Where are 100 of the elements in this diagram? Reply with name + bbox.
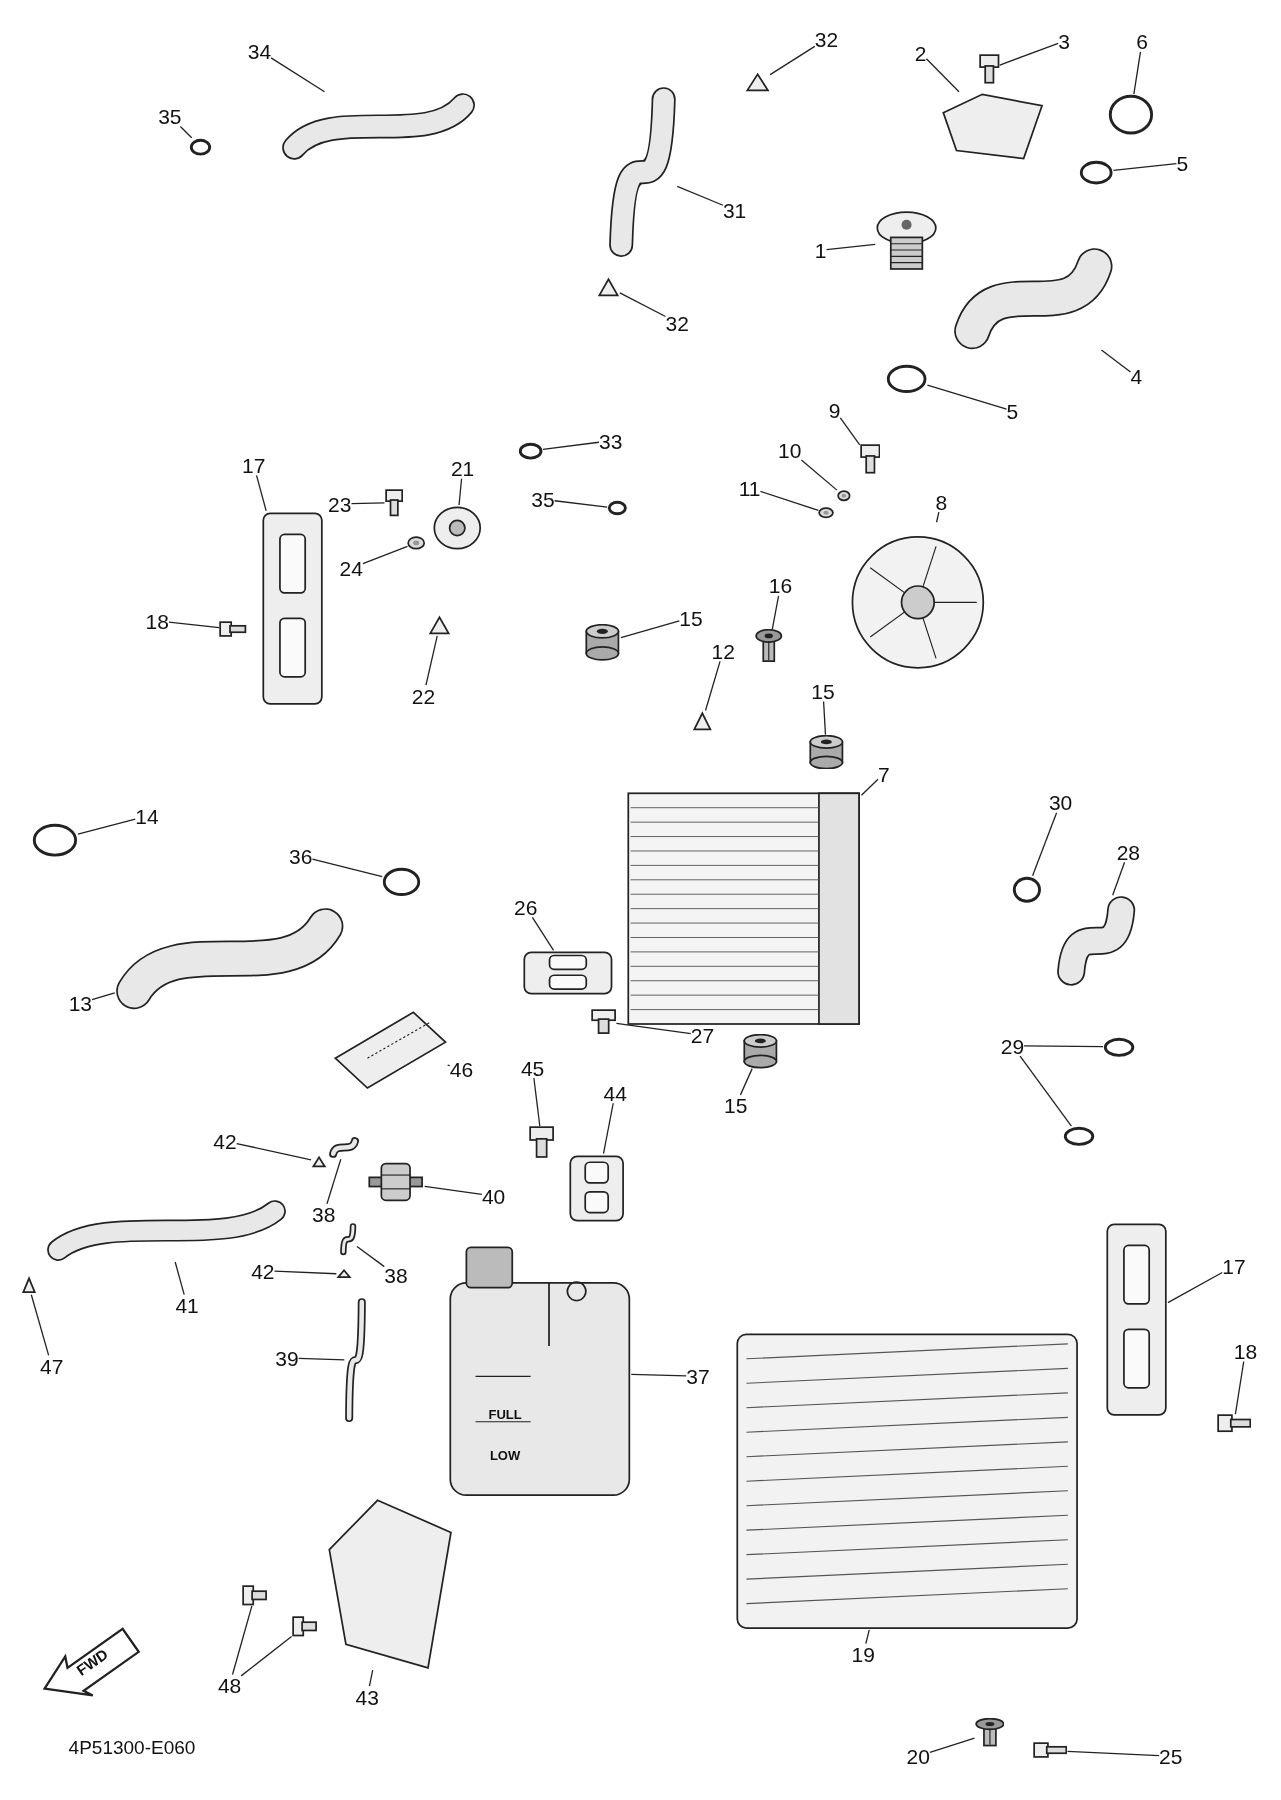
leader-line (350, 502, 386, 505)
hose-drawing (328, 1136, 361, 1160)
leader-line (273, 1270, 337, 1275)
bracket-drawing (1104, 1222, 1168, 1418)
callout-number: 32 (814, 28, 839, 50)
callout-number: 44 (603, 1082, 627, 1104)
clip-drawing (744, 72, 771, 93)
clamp-drawing (1012, 875, 1043, 904)
leader-line (630, 1373, 687, 1377)
leader-line (1066, 1750, 1160, 1757)
callout-number: 34 (247, 40, 272, 61)
bolt-drawing (1216, 1414, 1252, 1433)
leader-line (925, 58, 960, 93)
washer-drawing (407, 536, 426, 550)
callout-number: 48 (217, 1674, 242, 1696)
clamp-drawing (32, 823, 79, 858)
clamp-drawing (607, 500, 628, 517)
clamp-drawing (1107, 94, 1154, 136)
clip-drawing (596, 276, 620, 298)
callout-number: 41 (175, 1294, 199, 1316)
leader-line (865, 1629, 870, 1645)
damper-drawing (741, 1034, 779, 1069)
callout-number: 19 (851, 1643, 875, 1665)
leader-line (620, 620, 680, 639)
leader-line (825, 243, 876, 251)
callout-number: 5 (1176, 152, 1189, 174)
clip-drawing (336, 1268, 353, 1280)
leader-line (822, 700, 827, 736)
leader-line (602, 1102, 614, 1155)
callout-number: 33 (598, 430, 623, 452)
callout-number: 29 (1000, 1035, 1025, 1057)
clamp-drawing (1078, 159, 1114, 185)
leader-line (929, 1737, 976, 1754)
leader-line (179, 125, 193, 139)
cover-drawing (941, 91, 1045, 161)
leader-line (531, 916, 555, 952)
callout-number: 7 (878, 763, 890, 785)
clip-drawing (20, 1276, 37, 1295)
collar-drawing (755, 629, 783, 664)
callout-number: 20 (906, 1745, 930, 1767)
leader-line (298, 1357, 345, 1361)
callout-number: 17 (1222, 1255, 1246, 1277)
leader-line (356, 1245, 385, 1268)
cap-drawing (431, 505, 483, 551)
callout-number: 5 (1006, 400, 1019, 422)
leader-line (174, 1261, 185, 1296)
leader-line (676, 185, 724, 206)
callout-number: 39 (275, 1347, 299, 1369)
callout-number: 11 (738, 477, 761, 499)
leader-line (311, 858, 383, 878)
bracket-drawing (522, 950, 615, 997)
leader-line (1133, 51, 1142, 95)
callout-number: 4 (1130, 366, 1143, 387)
leader-line (255, 474, 267, 512)
callout-number: 38 (312, 1203, 336, 1225)
callout-number: 35 (158, 105, 182, 127)
collar-drawing (974, 1718, 1005, 1749)
leader-line (1112, 861, 1126, 896)
hose-drawing (608, 86, 678, 259)
level-mark: LOW (489, 1448, 521, 1462)
leader-line (615, 1022, 692, 1035)
callout-number: 13 (68, 992, 92, 1014)
clip-drawing (692, 710, 713, 732)
callout-number: 1 (814, 239, 827, 261)
callout-number: 32 (665, 312, 689, 334)
leader-line (447, 1064, 451, 1067)
hose-drawing (45, 1198, 287, 1263)
leader-line (1023, 1045, 1104, 1048)
callout-number: 18 (145, 610, 169, 632)
callout-number: 15 (679, 607, 703, 629)
callout-number: 10 (778, 439, 802, 461)
callout-number: 35 (531, 488, 555, 510)
callout-number: 18 (1233, 1340, 1258, 1362)
tank-drawing (447, 1245, 632, 1498)
callout-number: 37 (686, 1365, 710, 1387)
callout-number: 30 (1048, 791, 1073, 813)
callout-number: 42 (251, 1260, 275, 1282)
callout-number: 40 (481, 1185, 506, 1207)
leader-line (860, 778, 879, 796)
clamp-drawing (1062, 1126, 1096, 1147)
leader-line (1167, 1271, 1223, 1304)
hose-drawing (281, 91, 477, 161)
leader-line (1112, 162, 1178, 171)
level-mark: FULL (488, 1407, 522, 1421)
hose-drawing (952, 246, 1114, 351)
leader-line (1100, 349, 1132, 373)
bolt-drawing (1033, 1742, 1068, 1759)
hose-drawing (344, 1297, 368, 1424)
callout-number: 15 (811, 680, 835, 702)
bolt-drawing (242, 1585, 268, 1606)
leader-line (458, 478, 463, 506)
callout-number: 24 (339, 557, 363, 579)
leader-line (424, 1185, 483, 1196)
damper-drawing (584, 624, 621, 662)
hose-drawing (338, 1222, 357, 1257)
leader-line (326, 1158, 342, 1205)
bolt-drawing (979, 53, 1000, 84)
bracket-drawing (261, 510, 325, 706)
leader-line (704, 660, 721, 712)
leader-line (362, 545, 409, 565)
